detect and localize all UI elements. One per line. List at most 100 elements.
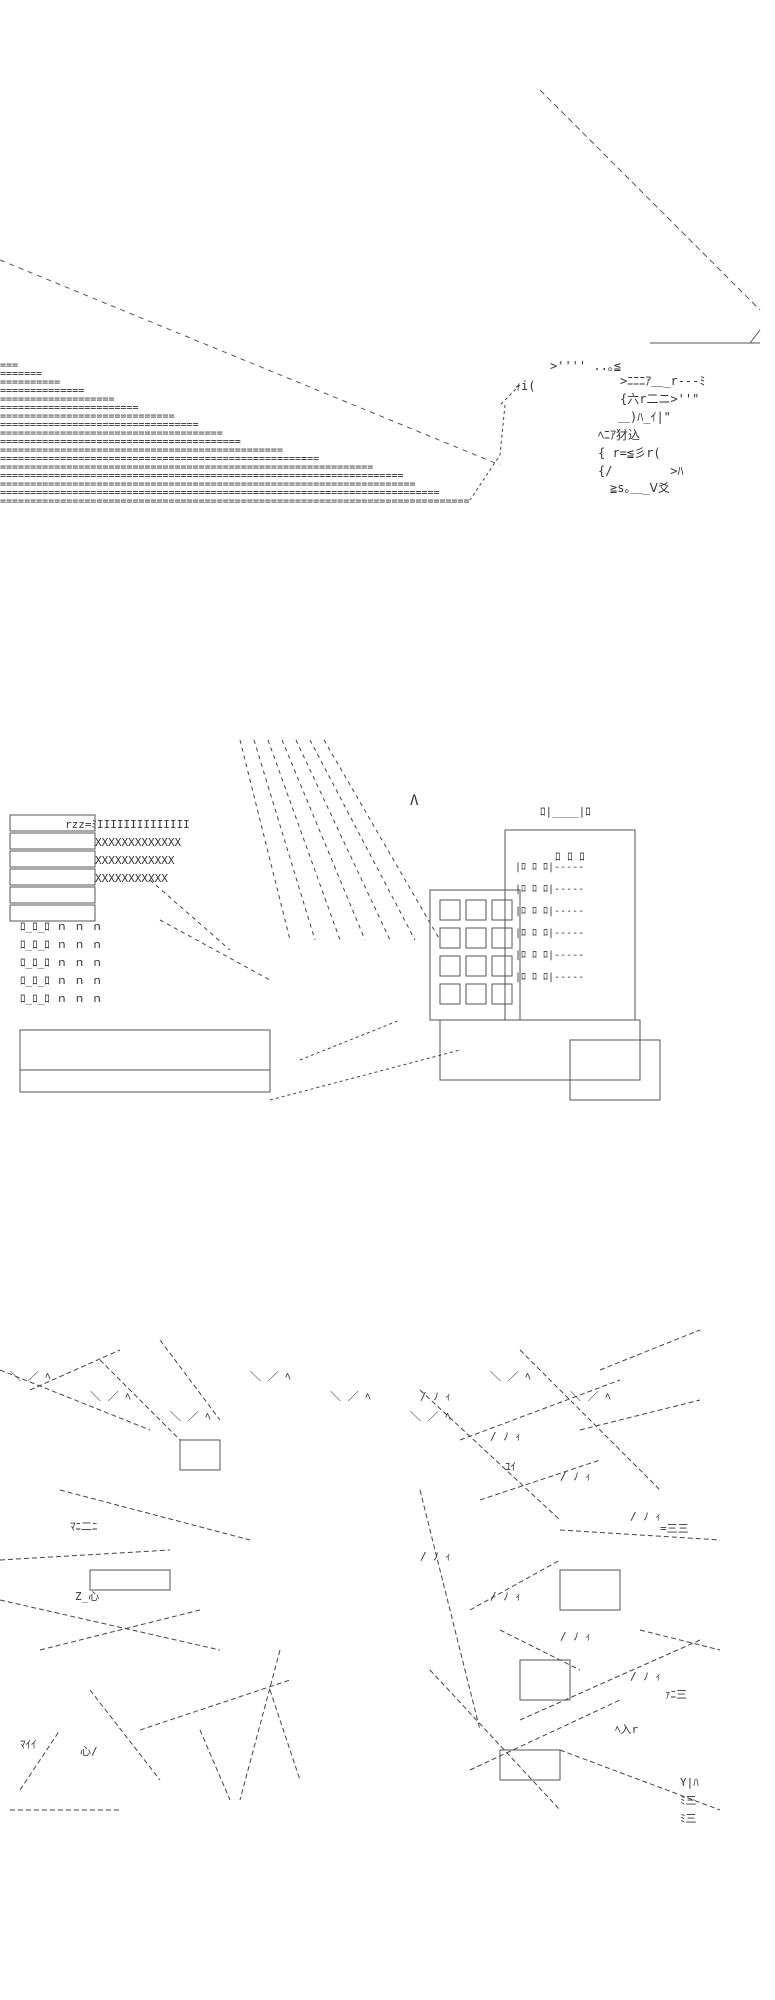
battle-glyphs: / ﾉ ｨ	[630, 1670, 661, 1683]
ground-row: =======================	[0, 403, 138, 414]
building-base	[19, 1029, 271, 1071]
ground-row: =============================	[0, 411, 175, 422]
building-text: XXXXXXXXXXX	[95, 872, 168, 885]
battle-text: ﾏﾆ二ﾆ	[70, 1520, 98, 1533]
ascii-art-panel-battle: ＼ ／ ﾍ＼ ／ ﾍ＼ ／ ﾍ＼ ／ ﾍ＼ ／ ﾍ＼ ／ ﾍ＼ ／ ﾍ＼ ／ ﾍ…	[0, 1310, 775, 1830]
ground-row: ========================================…	[0, 496, 470, 507]
building-base	[19, 1069, 271, 1093]
ascii-art-sunset-drawing: ========================================…	[0, 89, 761, 507]
window-row: ﾛ_ﾛ_ﾛ ｎ ｎ ｎ	[20, 974, 103, 987]
battle-text: Z_心	[75, 1590, 99, 1603]
battle-stroke	[139, 1679, 291, 1731]
light-ray	[239, 739, 291, 941]
castle-window	[465, 927, 487, 949]
building-text: rzz=ﾐIIIIIIIIIIIIII	[65, 818, 190, 831]
battle-stroke	[599, 1329, 701, 1371]
tower-window-row: |ﾛ ﾛ ﾛ|-----	[515, 884, 584, 895]
tower-window-row: |ﾛ ﾛ ﾛ|-----	[515, 972, 584, 983]
battle-glyphs: ＼ ／ ﾍ	[570, 1390, 611, 1403]
battle-stroke	[639, 1629, 721, 1651]
battle-stroke	[429, 1669, 561, 1811]
ground-row: ========================================…	[0, 462, 373, 473]
ground-row: =======	[0, 369, 42, 380]
castle-window	[465, 899, 487, 921]
castle-gate	[569, 1039, 661, 1101]
castle-window	[491, 955, 513, 977]
ground-row: ========================================	[0, 437, 241, 448]
ground-row: ===	[0, 360, 18, 371]
figure-text: ｨi(	[515, 379, 535, 393]
castle-window	[491, 927, 513, 949]
ascii-battle-strokes: ＼ ／ ﾍ＼ ／ ﾍ＼ ／ ﾍ＼ ／ ﾍ＼ ／ ﾍ＼ ／ ﾍ＼ ／ ﾍ＼ ／ ﾍ…	[0, 1329, 721, 1811]
ground-row: ==============	[0, 386, 84, 397]
building-block	[9, 814, 96, 832]
battle-stroke	[469, 1559, 561, 1611]
tower-spire: Λ	[410, 793, 419, 809]
battle-glyphs: / ﾉ ｨ	[420, 1550, 451, 1563]
battle-stroke	[239, 1649, 281, 1801]
battle-glyphs: / ﾉ ｨ	[560, 1470, 591, 1483]
battle-stroke	[459, 1379, 621, 1441]
battle-block	[499, 1749, 561, 1781]
castle-window	[439, 983, 461, 1005]
diagonal-line	[0, 259, 501, 466]
ascii-art-panel-sunset: ========================================…	[0, 60, 775, 530]
battle-glyphs: ＼ ／ ﾍ	[10, 1370, 51, 1383]
castle-wall	[429, 889, 521, 1021]
battle-stroke	[99, 1359, 181, 1441]
castle-window	[465, 955, 487, 977]
building-text: XXXXXXXXXXXXX	[95, 836, 181, 849]
battle-text: ｧﾆ三	[665, 1688, 687, 1701]
ascii-ground-layers: ========================================…	[0, 360, 470, 507]
battle-stroke	[199, 1729, 231, 1801]
light-ray	[295, 739, 391, 941]
figure-text: >'''' ..｡≦	[550, 359, 621, 373]
battle-stroke	[0, 1549, 171, 1561]
battle-glyphs: ＼ ／ ﾍ	[330, 1390, 371, 1403]
battle-glyphs: ＼ ／ ﾍ	[250, 1370, 291, 1383]
ground-row: ========================================…	[0, 488, 440, 499]
building-block	[9, 832, 96, 850]
battle-stroke	[559, 1749, 721, 1811]
figure-text: >ﾆﾆﾆｱ＿_r‐‐‐ﾐ	[620, 374, 705, 388]
castle-window	[439, 955, 461, 977]
battle-text: ﾍ入r	[615, 1723, 638, 1736]
window-row: ﾛ_ﾛ_ﾛ ｎ ｎ ｎ	[20, 938, 103, 951]
bird-wing	[299, 1019, 401, 1061]
figure-text: ≧s｡＿_Ⅴ爻	[610, 481, 670, 495]
battle-glyphs: ＼ ／ ﾍ	[170, 1410, 211, 1423]
ground-row: =================================	[0, 420, 199, 431]
battle-block	[559, 1569, 621, 1611]
tower-window-row: |ﾛ ﾛ ﾛ|-----	[515, 950, 584, 961]
battle-stroke	[59, 1489, 251, 1541]
battle-block	[179, 1439, 221, 1471]
battle-text: ﾕｲ	[505, 1460, 516, 1473]
figure-text: ＿)ﾊ_ｲ|"	[618, 410, 671, 424]
battle-stroke	[479, 1459, 601, 1501]
building-block	[9, 904, 96, 922]
battle-stroke	[519, 1639, 701, 1721]
castle-window	[491, 899, 513, 921]
battle-text: ﾐ三	[680, 1794, 697, 1807]
building-block	[9, 868, 96, 886]
tower-top: ﾛ|____|ﾛ	[540, 805, 591, 818]
battle-block	[519, 1659, 571, 1701]
tower-window-row: |ﾛ ﾛ ﾛ|-----	[515, 928, 584, 939]
battle-stroke	[469, 1699, 621, 1771]
ascii-art-battle-drawing: ＼ ／ ﾍ＼ ／ ﾍ＼ ／ ﾍ＼ ／ ﾍ＼ ／ ﾍ＼ ／ ﾍ＼ ／ ﾍ＼ ／ ﾍ…	[0, 1329, 721, 1825]
tower-window-row: |ﾛ ﾛ ﾛ|-----	[515, 906, 584, 917]
battle-stroke	[29, 1349, 121, 1391]
battle-glyphs: / ﾉ ｨ	[490, 1590, 521, 1603]
battle-stroke	[19, 1729, 61, 1791]
castle-steps	[439, 1019, 641, 1081]
castle-window	[465, 983, 487, 1005]
battle-glyphs: ＼ ／ ﾍ	[410, 1410, 451, 1423]
battle-text: 心/	[80, 1745, 98, 1758]
battle-block	[89, 1569, 171, 1591]
figure-text: { r=≦彡r(	[598, 446, 661, 460]
building-block	[9, 850, 96, 868]
ground-row: ==========	[0, 377, 60, 388]
battle-text: ﾐ三	[680, 1812, 697, 1825]
battle-glyphs: / ﾉ ｨ	[560, 1630, 591, 1643]
battle-glyphs: ＼ ／ ﾍ	[90, 1390, 131, 1403]
